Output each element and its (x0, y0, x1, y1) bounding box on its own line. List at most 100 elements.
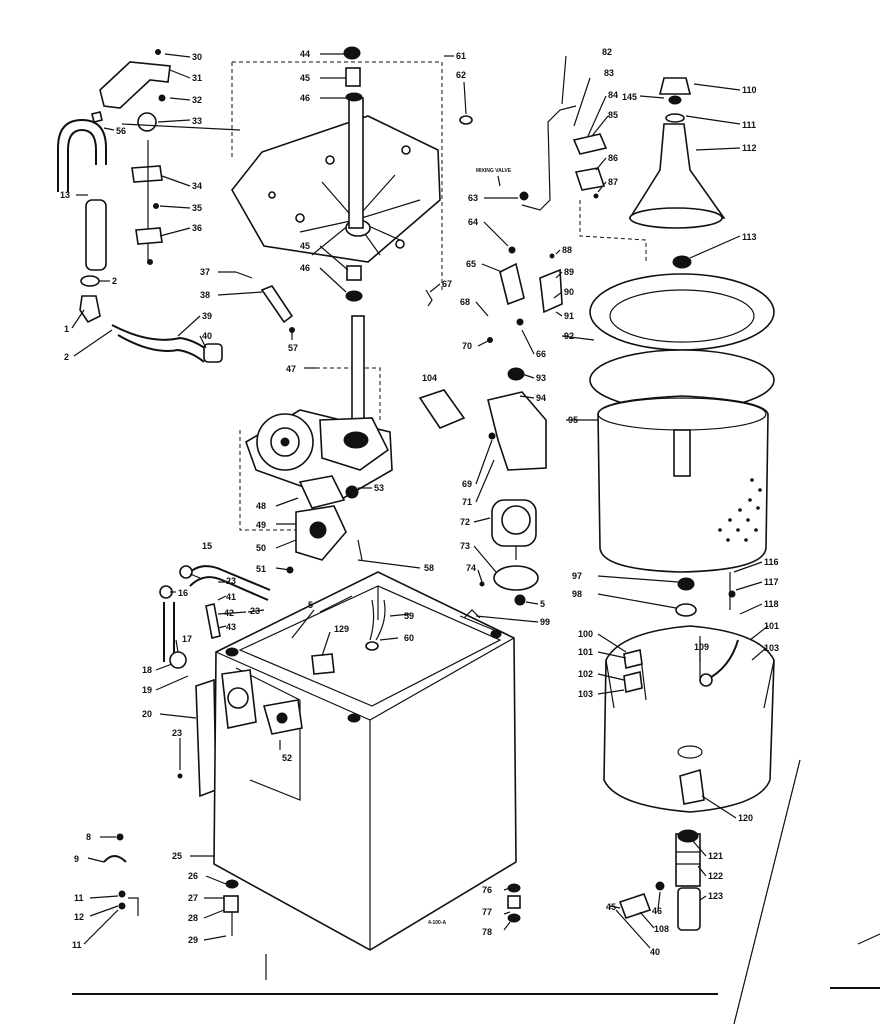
callout-94: 94 (536, 393, 546, 403)
callout-60: 60 (404, 633, 414, 643)
callout-57: 57 (288, 343, 298, 353)
callout-104: 104 (422, 373, 437, 383)
callout-50: 50 (256, 543, 266, 553)
callout-145: 145 (622, 92, 637, 102)
transmission-assembly (239, 315, 393, 574)
callout-11b: 11 (72, 940, 82, 950)
callout-2b: 2 (64, 352, 69, 362)
callout-33: 33 (192, 116, 202, 126)
callout-113: 113 (742, 232, 757, 242)
callout-93: 93 (536, 373, 546, 383)
callout-32: 32 (192, 95, 202, 105)
callout-88: 88 (562, 245, 572, 255)
callout-16: 16 (178, 588, 188, 598)
callout-34: 34 (192, 181, 202, 191)
callout-92: 92 (564, 331, 574, 341)
callout-52: 52 (282, 753, 292, 763)
callout-77: 77 (482, 907, 492, 917)
mixing-valve-label: MIXING VALVE (476, 168, 512, 174)
callout-28: 28 (188, 913, 198, 923)
callout-35: 35 (192, 203, 202, 213)
callout-5: 5 (540, 599, 545, 609)
callout-47: 47 (286, 364, 296, 374)
callout-99: 99 (540, 617, 550, 627)
callout-110: 110 (742, 85, 757, 95)
callout-102: 102 (578, 669, 593, 679)
callout-46b: 46 (300, 263, 310, 273)
callout-120: 120 (738, 813, 753, 823)
motor-and-valve-group: MIXING VALVE (418, 105, 608, 619)
hose-and-bracket-group (57, 49, 295, 363)
callout-71: 71 (462, 497, 472, 507)
callout-40b: 40 (650, 947, 660, 957)
callout-1: 1 (64, 324, 69, 334)
callout-20: 20 (142, 709, 152, 719)
callout-91: 91 (564, 311, 574, 321)
mounting-plate-assembly (231, 46, 473, 307)
callout-9: 9 (74, 854, 79, 864)
callout-121: 121 (708, 851, 723, 861)
callout-73: 73 (460, 541, 470, 551)
water-hose-group (159, 565, 271, 798)
callout-70: 70 (462, 341, 472, 351)
callout-49: 49 (256, 520, 266, 530)
callout-112: 112 (742, 143, 757, 153)
callout-122: 122 (708, 871, 723, 881)
callout-90: 90 (564, 287, 574, 297)
callout-45c: 45 (606, 902, 616, 912)
callout-23b: 23 (250, 606, 260, 616)
callout-53: 53 (374, 483, 384, 493)
callout-41: 41 (226, 592, 236, 602)
tub-and-agitator (579, 77, 775, 931)
callout-76: 76 (482, 885, 492, 895)
callout-98: 98 (572, 589, 582, 599)
callout-2a: 2 (112, 276, 117, 286)
callout-63: 63 (468, 193, 478, 203)
callout-31: 31 (192, 73, 202, 83)
callout-129: 129 (334, 624, 349, 634)
callout-118: 118 (764, 599, 779, 609)
callout-78: 78 (482, 927, 492, 937)
callout-36: 36 (192, 223, 202, 233)
callout-100: 100 (578, 629, 593, 639)
callout-59: 59 (404, 611, 414, 621)
callout-87: 87 (608, 177, 618, 187)
callout-27: 27 (188, 893, 198, 903)
callout-46c: 46 (652, 906, 662, 916)
lower-left-parts (103, 833, 267, 980)
callout-25: 25 (172, 851, 182, 861)
callout-85: 85 (608, 110, 618, 120)
callout-86: 86 (608, 153, 618, 163)
callout-18: 18 (142, 665, 152, 675)
callout-26: 26 (188, 871, 198, 881)
callout-83: 83 (604, 68, 614, 78)
callout-101b: 101 (764, 621, 779, 631)
callout-13: 13 (60, 190, 70, 200)
leader-lines (71, 53, 769, 949)
drawing-number: 4-100-A (428, 920, 446, 926)
callout-40: 40 (202, 331, 212, 341)
callout-30: 30 (192, 52, 202, 62)
callout-48: 48 (256, 501, 266, 511)
callout-116: 116 (764, 557, 779, 567)
callout-65: 65 (466, 259, 476, 269)
callout-58: 58 (424, 563, 434, 573)
callout-84: 84 (608, 90, 618, 100)
callout-82: 82 (602, 47, 612, 57)
callout-8: 8 (86, 832, 91, 842)
callout-19: 19 (142, 685, 152, 695)
callout-97: 97 (572, 571, 582, 581)
callout-37: 37 (200, 267, 210, 277)
callout-66: 66 (536, 349, 546, 359)
callout-108: 108 (654, 924, 669, 934)
callout-89: 89 (564, 267, 574, 277)
callout-42: 42 (224, 608, 234, 618)
callout-111: 111 (742, 120, 756, 130)
callout-51: 51 (256, 564, 266, 574)
callout-64: 64 (468, 217, 478, 227)
callout-15: 15 (202, 541, 212, 551)
callout-45a: 45 (300, 73, 310, 83)
callout-11a: 11 (74, 893, 84, 903)
callout-123: 123 (708, 891, 723, 901)
